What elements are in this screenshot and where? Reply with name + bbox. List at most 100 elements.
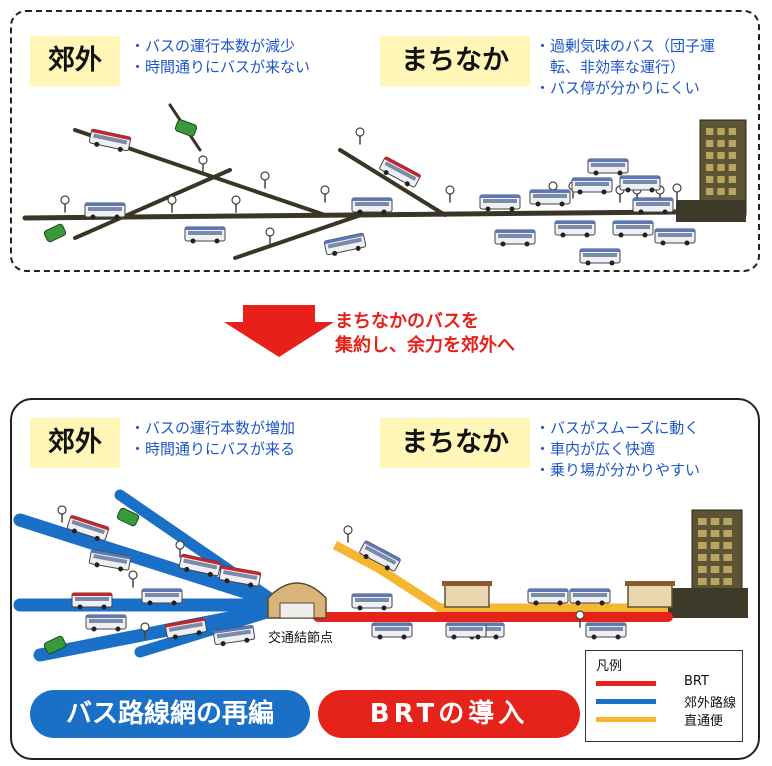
bullet-item: バスの運行本数が増加 <box>130 418 295 439</box>
down-arrow-icon <box>224 305 334 357</box>
bus-icon <box>479 194 521 212</box>
building-window <box>706 164 714 171</box>
bus-icon <box>445 622 487 640</box>
bus-icon <box>587 158 629 176</box>
bus-stop-sign <box>167 195 177 205</box>
bus-icon <box>178 553 222 577</box>
building-window <box>698 542 707 549</box>
shelter-roof <box>625 581 675 586</box>
bus-icon <box>632 197 674 215</box>
building-window <box>723 566 732 573</box>
building-window <box>698 566 707 573</box>
bus-icon <box>71 592 113 610</box>
bus-icon <box>359 540 401 572</box>
bullet-item-continued: 転、非効率な運行） <box>550 58 686 76</box>
suburban-route <box>13 513 277 607</box>
bus-icon <box>218 565 262 588</box>
brt-label: BRTの導入 <box>318 690 580 738</box>
building-window <box>717 176 725 183</box>
building-window <box>710 566 720 573</box>
bus-icon <box>654 228 696 246</box>
legend-label: 郊外路線 <box>684 696 737 711</box>
terminal-base <box>676 200 746 222</box>
building-window <box>706 188 714 195</box>
building-window <box>728 128 736 135</box>
shelter-icon <box>627 584 673 608</box>
building-window <box>728 140 736 147</box>
after-panel <box>10 398 760 760</box>
building-window <box>717 152 725 159</box>
car-icon <box>116 507 140 527</box>
building-window <box>710 578 720 585</box>
building-window <box>698 530 707 537</box>
bus-stop-sign <box>57 505 67 515</box>
bullet-item: 時間通りにバスが来ない <box>130 57 310 78</box>
bus-stop-sign <box>320 185 330 195</box>
legend: 凡例 BRT 郊外路線 直通便 <box>585 650 743 742</box>
bus-icon <box>141 588 183 606</box>
building-window <box>723 518 732 525</box>
building-window <box>723 542 732 549</box>
building-window <box>710 554 720 561</box>
building-window <box>706 128 714 135</box>
bus-icon <box>569 588 611 606</box>
legend-item-brt: BRT <box>596 674 736 691</box>
bus-icon <box>619 175 661 193</box>
legend-swatch <box>596 681 656 686</box>
bus-icon <box>351 197 393 215</box>
before-downtown-tag: まちなか <box>380 36 530 86</box>
branch-road <box>73 168 232 240</box>
bus-stop-sign <box>128 570 138 580</box>
after-downtown-bullets: バスがスムーズに動く 車内が広く快適 乗り場が分かりやすい <box>535 418 700 481</box>
car-icon <box>174 119 198 137</box>
transition-line-1: まちなかのバスを <box>335 311 479 332</box>
bus-icon <box>612 220 654 238</box>
bus-icon <box>371 622 413 640</box>
bus-icon <box>585 622 627 640</box>
bus-icon <box>88 128 132 152</box>
bus-icon <box>66 515 110 541</box>
building-window <box>717 188 725 195</box>
after-suburb-bullets: バスの運行本数が増加 時間通りにバスが来る <box>130 418 295 460</box>
building-window <box>728 164 736 171</box>
building-window <box>728 176 736 183</box>
suburban-route <box>33 603 277 662</box>
reorg-label: バス路線網の再編 <box>30 690 310 738</box>
bus-stop-sign <box>140 622 150 632</box>
bullet-item: 時間通りにバスが来る <box>130 439 295 460</box>
building-window <box>698 518 707 525</box>
bus-stop-sign <box>575 610 585 620</box>
bus-icon <box>85 614 127 632</box>
legend-item-through: 直通便 <box>596 711 736 729</box>
legend-swatch <box>596 699 656 704</box>
before-downtown-bullets: 過剰気味のバス（団子運 転、非効率な運行） バス停が分かりにくい <box>535 36 715 99</box>
building-window <box>723 578 732 585</box>
building-window <box>698 554 707 561</box>
bullet-item: バスがスムーズに動く <box>535 418 700 439</box>
legend-title: 凡例 <box>596 659 623 674</box>
building-window <box>717 140 725 147</box>
car-icon <box>43 223 67 243</box>
bus-icon <box>554 220 596 238</box>
bus-stop-sign <box>198 155 208 165</box>
bus-stop-sign <box>175 540 185 550</box>
bus-stop-sign <box>445 185 455 195</box>
bullet-item: 過剰気味のバス（団子運 <box>535 36 715 57</box>
bus-stop-sign <box>343 525 353 535</box>
building-window <box>698 578 707 585</box>
bus-stop-sign <box>231 195 241 205</box>
bus-icon <box>571 177 613 195</box>
bus-icon <box>212 625 256 647</box>
legend-label: 直通便 <box>684 714 724 729</box>
bus-icon <box>494 229 536 247</box>
legend-item-suburban: 郊外路線 <box>596 693 737 711</box>
before-suburb-bullets: バスの運行本数が減少 時間通りにバスが来ない <box>130 36 310 78</box>
bus-icon <box>164 617 208 640</box>
building-window <box>728 152 736 159</box>
bullet-item: バスの運行本数が減少 <box>130 36 310 57</box>
before-panel <box>10 10 760 272</box>
bus-icon <box>379 156 421 188</box>
building-window <box>706 140 714 147</box>
bus-stop-sign <box>260 171 270 181</box>
building-window <box>723 530 732 537</box>
